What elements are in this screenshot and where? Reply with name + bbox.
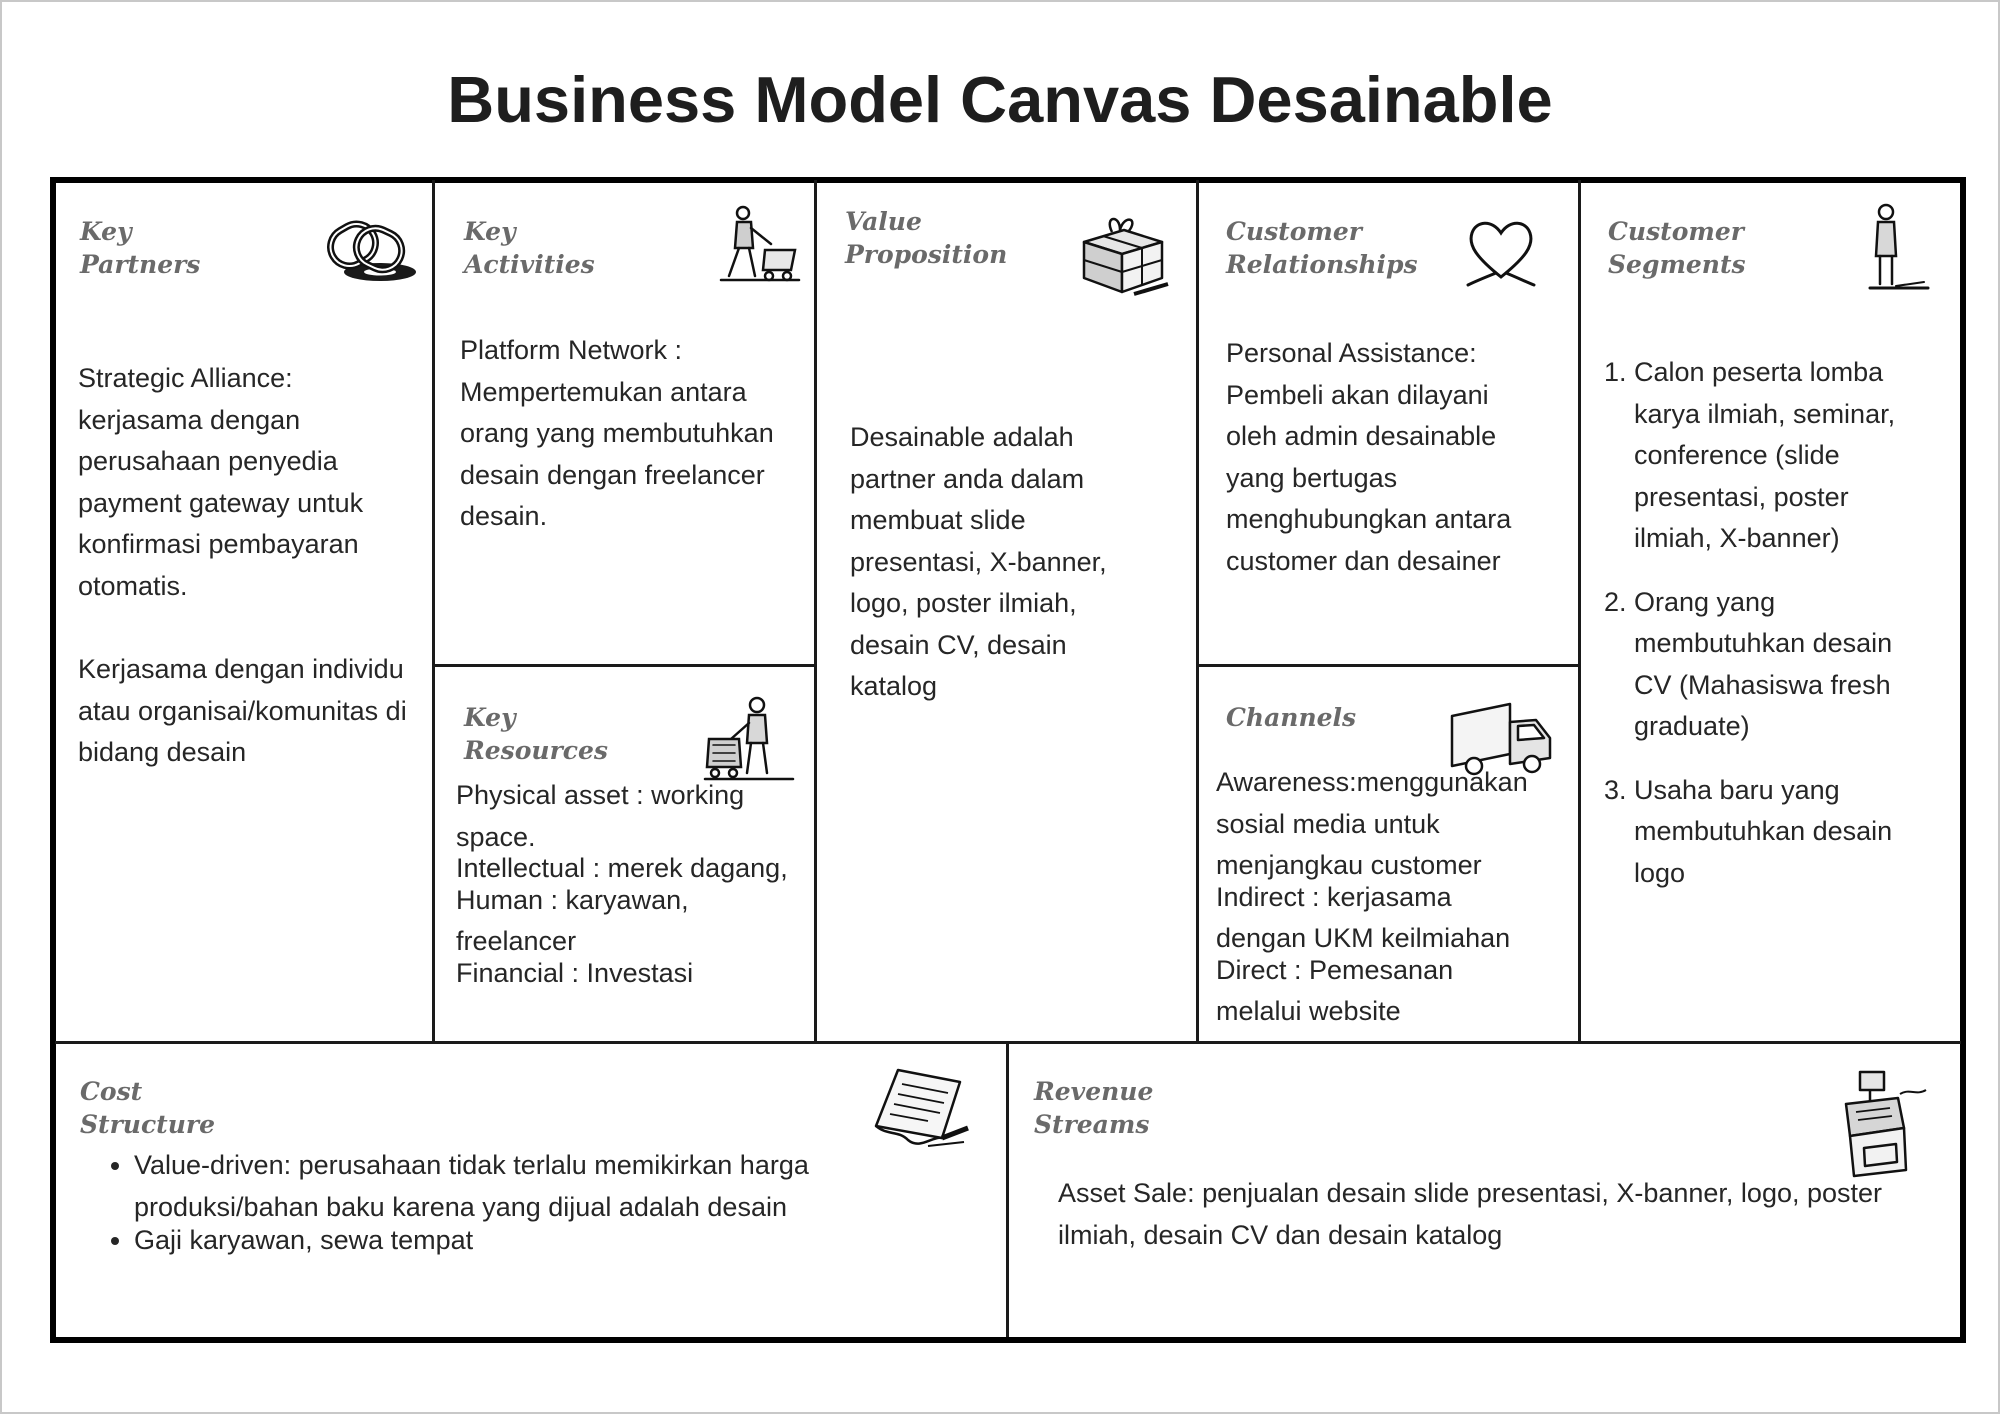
channels-title: Channels <box>1226 703 1357 732</box>
customer-segment-item: Usaha baru yang membutuhkan desain logo <box>1634 770 1932 895</box>
customer-segments-text: Calon peserta lomba karya ilmiah, semina… <box>1602 352 1932 916</box>
divider <box>433 664 815 667</box>
divider <box>55 1041 1961 1044</box>
worker-with-forklift-icon <box>703 695 795 781</box>
key-resources-text: Physical asset : working space. Intellec… <box>456 775 816 994</box>
key-resources-title: Key Resources <box>464 703 608 765</box>
chain-links-icon <box>318 212 418 290</box>
key-resources-line: Human : karyawan, freelancer <box>456 884 689 957</box>
channels-text: Awareness:menggunakan sosial media untuk… <box>1216 762 1566 1033</box>
customer-segments-title: Customer Segments <box>1608 217 1746 279</box>
cost-structure-text: Value-driven: perusahaan tidak terlalu m… <box>104 1145 884 1255</box>
value-proposition-text: Desainable adalah partner anda dalam mem… <box>850 422 1107 701</box>
key-resources-line: Intellectual : merek dagang, <box>456 853 788 883</box>
divider <box>1197 664 1579 667</box>
divider <box>1006 1043 1009 1337</box>
divider <box>1196 180 1199 1044</box>
business-model-canvas <box>50 177 1966 1343</box>
delivery-truck-icon <box>1448 700 1556 782</box>
key-activities-title: Key Activities <box>464 217 595 279</box>
channels-line: Direct : Pemesanan melalui website <box>1216 954 1454 1027</box>
cost-item: Gaji karyawan, sewa tempat <box>134 1220 884 1262</box>
worker-with-cart-icon <box>715 204 801 286</box>
cost-item: Value-driven: perusahaan tidak terlalu m… <box>134 1145 884 1228</box>
key-activities-text: Platform Network : Mempertemukan antara … <box>460 335 774 531</box>
key-partners-text: Strategic Alliance: kerjasama dengan per… <box>78 358 408 774</box>
value-proposition-title: Value Proposition <box>845 207 1008 269</box>
key-resources-line: Physical asset : working space. <box>456 780 745 852</box>
key-resources-line: Financial : Investasi <box>456 957 694 988</box>
customer-relationships-title: Customer Relationships <box>1226 217 1418 279</box>
revenue-streams-title: Revenue Streams <box>1034 1077 1154 1139</box>
channels-line: Indirect : kerjasama dengan UKM keilmiah… <box>1216 881 1511 954</box>
channels-line: Awareness:menggunakan sosial media untuk… <box>1216 767 1528 880</box>
customer-segments-list: Calon peserta lomba karya ilmiah, semina… <box>1602 352 1932 894</box>
revenue-streams-text: Asset Sale: penjualan desain slide prese… <box>1058 1178 1883 1250</box>
customer-segment-item: Calon peserta lomba karya ilmiah, semina… <box>1634 352 1932 560</box>
receipt-paper-icon <box>868 1066 976 1152</box>
gift-package-icon <box>1076 212 1172 300</box>
cost-structure-list: Value-driven: perusahaan tidak terlalu m… <box>104 1145 884 1262</box>
divider <box>432 180 435 1044</box>
key-partners-paragraph: Kerjasama dengan individu atau organisai… <box>78 654 407 767</box>
cash-register-icon <box>1840 1068 1930 1180</box>
customer-segment-item: Orang yang membutuhkan desain CV (Mahasi… <box>1634 582 1932 748</box>
customer-relationships-text: Personal Assistance: Pembeli akan dilaya… <box>1226 338 1512 576</box>
standing-person-icon <box>1866 202 1932 292</box>
page-title: Business Model Canvas Desainable <box>447 63 1553 136</box>
divider <box>814 180 817 1044</box>
heart-icon <box>1466 215 1536 287</box>
cost-structure-title: Cost Structure <box>80 1077 215 1139</box>
divider <box>1578 180 1581 1044</box>
key-partners-title: Key Partners <box>80 217 201 279</box>
key-partners-paragraph: Strategic Alliance: kerjasama dengan per… <box>78 363 364 601</box>
